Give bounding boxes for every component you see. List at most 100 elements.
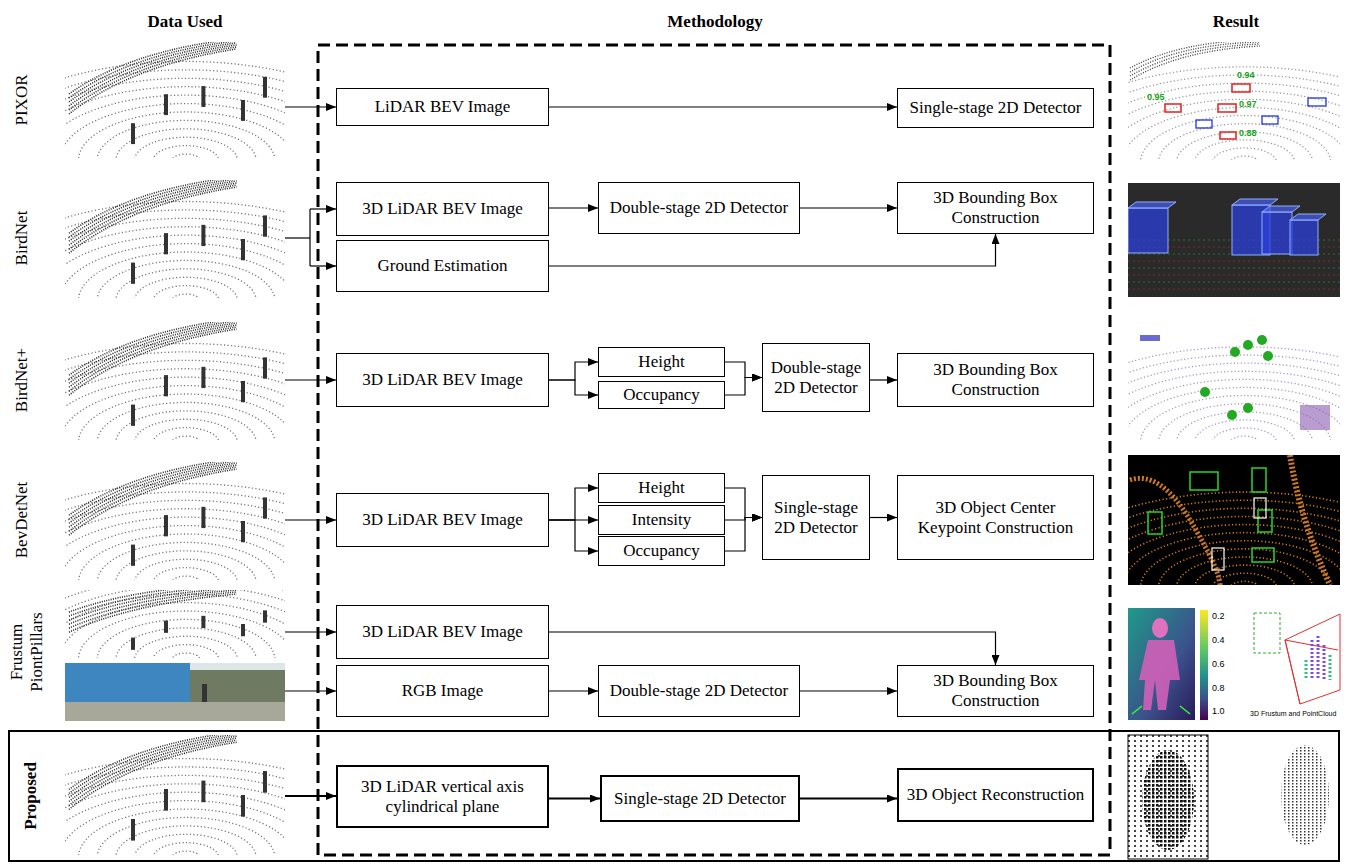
process-box: Double-stage 2D Detector (762, 343, 870, 412)
scan-ring (1195, 565, 1295, 585)
building-points (69, 45, 237, 106)
scan-line (1128, 282, 1340, 283)
image-ground (65, 462, 285, 580)
building-points (69, 742, 237, 809)
scan-ring (79, 611, 286, 658)
building-points (69, 590, 237, 624)
image-ground (1128, 183, 1340, 297)
connector-arrow (725, 488, 762, 518)
keypoint-lines (1132, 706, 1190, 714)
connector-arrow (800, 798, 897, 800)
feature-box: Occupancy (598, 536, 725, 566)
connector-arrow (549, 690, 598, 691)
scan-line (1128, 261, 1340, 262)
bounding-cube-top (1128, 202, 1176, 208)
detection-box (1220, 132, 1236, 139)
colourbar-tick: 1.0 (1212, 707, 1225, 717)
object-pixels (1142, 750, 1194, 850)
building-points (1130, 42, 1260, 68)
scan-ring (1159, 549, 1331, 585)
scan-ring (65, 352, 285, 440)
box-text: Single-stage 2D Detector (910, 98, 1082, 118)
scan-ring (1213, 148, 1277, 160)
process-box: Single-stage 2D Detector (762, 475, 870, 560)
scan-ring (1128, 516, 1340, 585)
object-points (263, 357, 267, 378)
figure-group (65, 735, 285, 855)
detection-box (1148, 512, 1162, 534)
feature-box: Occupancy (598, 381, 725, 409)
box-text: Ground Estimation (378, 256, 508, 276)
sky (65, 663, 285, 721)
pedestrian (202, 684, 207, 702)
scan-ring (153, 645, 218, 658)
scan-ring (1195, 140, 1295, 160)
scan-ring (1141, 396, 1341, 440)
scan-ring (1128, 107, 1340, 160)
object-points (263, 77, 267, 98)
scan-ring (1128, 355, 1340, 440)
process-box: 3D Object Reconstruction (897, 768, 1094, 822)
box-text: RGB Image (402, 681, 484, 701)
scan-ring (65, 235, 285, 298)
score-label: 0.95 (1147, 93, 1165, 103)
scan-ring (65, 775, 285, 855)
input-arrow (285, 379, 336, 380)
score-label: 0.97 (1239, 100, 1257, 110)
detected-object (1227, 410, 1237, 420)
object-points (131, 123, 135, 144)
scan-line (1128, 268, 1340, 269)
vegetation-points (1290, 455, 1330, 585)
box-text: 3D LiDAR BEV Image (362, 199, 523, 219)
image-ground (1128, 320, 1340, 440)
building-points (69, 738, 237, 801)
scan-ring (1128, 533, 1340, 585)
image-ground (1128, 455, 1340, 585)
bounding-cube (1290, 220, 1318, 255)
scan-ring (1231, 581, 1259, 585)
scan-ring (1128, 379, 1340, 440)
object-points (164, 789, 168, 811)
scan-ring (65, 590, 285, 658)
proposed-row-frame: Proposed3D LiDAR vertical axis cylindric… (8, 730, 1340, 862)
scan-ring (65, 95, 285, 158)
cylindrical-image (1128, 735, 1208, 859)
input-arrows (285, 107, 336, 796)
scan-ring (1128, 83, 1340, 160)
process-box: 3D LiDAR BEV Image (336, 605, 549, 659)
colour-bar (1200, 610, 1208, 720)
scan-ring (1128, 500, 1340, 585)
column-heading: Data Used (147, 12, 222, 32)
building-points (69, 322, 237, 379)
object-points (241, 521, 245, 542)
input-arrow (309, 209, 310, 266)
scan-ring (172, 576, 200, 580)
input-arrow (285, 237, 310, 238)
object-points (201, 781, 205, 803)
building-points (69, 465, 237, 527)
connector-arrow (549, 520, 598, 551)
scan-ring (65, 61, 285, 158)
detection-box (1252, 548, 1274, 562)
figure-group (65, 180, 285, 298)
figure-group (65, 462, 285, 580)
scan-ring (1195, 420, 1295, 440)
row-label: Proposed (21, 762, 41, 830)
vegetation-points (1130, 478, 1220, 585)
scan-ring (135, 559, 238, 580)
object-points (1140, 335, 1160, 341)
connector-arrow (549, 632, 996, 665)
scan-ring (97, 120, 275, 158)
building-points (69, 735, 237, 789)
object-points (241, 795, 245, 817)
object-points (201, 225, 205, 246)
scan-ring (65, 759, 285, 855)
methodology-frame (318, 45, 1110, 855)
colourbar-tick: 0.2 (1212, 612, 1225, 622)
scan-ring (1177, 412, 1313, 440)
detection-box (1232, 84, 1250, 92)
row-label: BirdNet+ (12, 348, 32, 412)
building-points (69, 181, 237, 241)
bounding-cube (1128, 208, 1168, 253)
scan-ring (1128, 67, 1340, 160)
